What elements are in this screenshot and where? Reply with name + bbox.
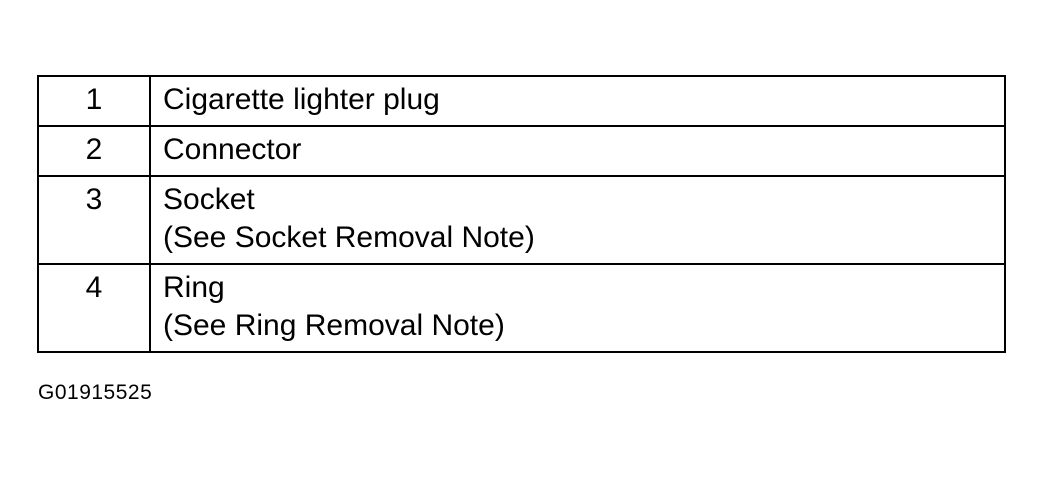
part-number: 4 <box>37 263 151 353</box>
part-note: (See Socket Removal Note) <box>163 221 535 254</box>
part-note: (See Ring Removal Note) <box>163 309 505 342</box>
part-name: Connector <box>163 133 302 166</box>
part-description: Cigarette lighter plug <box>149 75 1006 127</box>
part-description: Ring (See Ring Removal Note) <box>149 263 1006 353</box>
part-name: Cigarette lighter plug <box>163 83 440 116</box>
table-row: 2 Connector <box>37 125 1006 177</box>
table-row: 3 Socket (See Socket Removal Note) <box>37 175 1006 265</box>
parts-legend-table: 1 Cigarette lighter plug 2 Connector 3 S… <box>37 75 1006 353</box>
figure-id: G01915525 <box>38 381 153 404</box>
part-name: Ring <box>163 271 225 304</box>
part-number: 1 <box>37 75 151 127</box>
part-number: 3 <box>37 175 151 265</box>
part-number: 2 <box>37 125 151 177</box>
part-description: Connector <box>149 125 1006 177</box>
table-row: 1 Cigarette lighter plug <box>37 75 1006 127</box>
part-description: Socket (See Socket Removal Note) <box>149 175 1006 265</box>
table-row: 4 Ring (See Ring Removal Note) <box>37 263 1006 353</box>
part-name: Socket <box>163 183 255 216</box>
